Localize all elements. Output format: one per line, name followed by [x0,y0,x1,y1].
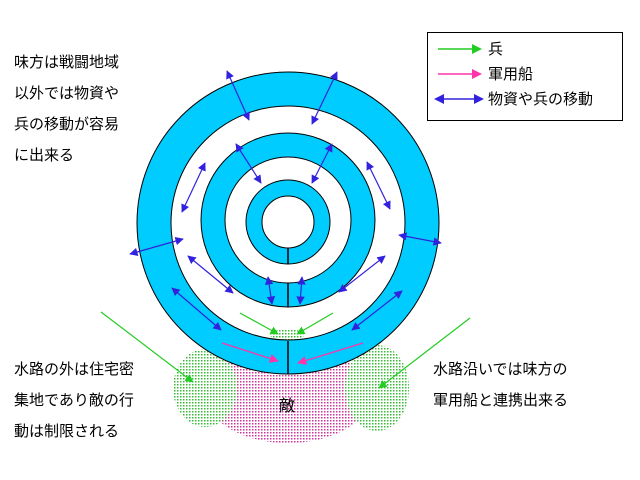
legend-label: 物資や兵の移動 [488,90,594,108]
legend-label: 兵 [488,40,504,58]
warship-arrows [221,342,364,365]
outer-moat-ring [137,72,439,374]
blue-double-arrow-icon [434,94,484,104]
soldier-arrow [239,312,279,335]
inner-moat-ring [246,180,330,264]
legend-label: 軍用船 [488,65,534,83]
soldier-arrows [100,311,471,389]
note-friendly-mobility: 味方は戦闘地域 以外では物資や 兵の移動が容易 に出来る [14,53,120,164]
friendly-zone-right [345,345,409,431]
note-waterway-support: 水路沿いでは味方の 軍用船と連携出来る [433,360,569,409]
friendly-zone-left [173,349,237,427]
legend-item-soldier: 兵 [434,38,620,62]
legend-item-movement: 物資や兵の移動 [434,88,620,112]
green-arrow-icon [438,44,482,54]
soldier-arrow [100,311,194,383]
soldier-arrow [378,317,471,389]
enemy-label: 敵 [279,396,295,415]
movement-arrows [129,70,442,331]
movement-arrow [235,143,262,184]
movement-arrow [171,287,222,331]
magenta-arrow-icon [438,69,482,79]
movement-arrow [129,237,184,256]
movement-arrow [311,71,338,125]
legend: 兵 軍用船 物資や兵の移動 [427,32,623,121]
warship-arrow [221,342,279,363]
movement-arrow [296,276,306,305]
soldier-arrow [296,312,334,335]
middle-moat-ring [201,133,375,307]
movement-arrow [338,255,386,293]
movement-arrow [226,70,250,121]
movement-arrow [351,290,403,331]
legend-item-warship: 軍用船 [434,63,620,87]
note-residential-area: 水路の外は住宅密 集地であり敵の行 動は制限される [14,360,135,440]
movement-arrow [311,143,333,184]
enemy-zone [206,347,370,443]
movement-arrow [187,255,234,294]
movement-arrow [181,162,206,213]
movement-arrow [366,161,391,210]
warship-arrow [297,342,364,365]
movement-arrow [264,276,276,305]
movement-arrow [398,232,442,246]
